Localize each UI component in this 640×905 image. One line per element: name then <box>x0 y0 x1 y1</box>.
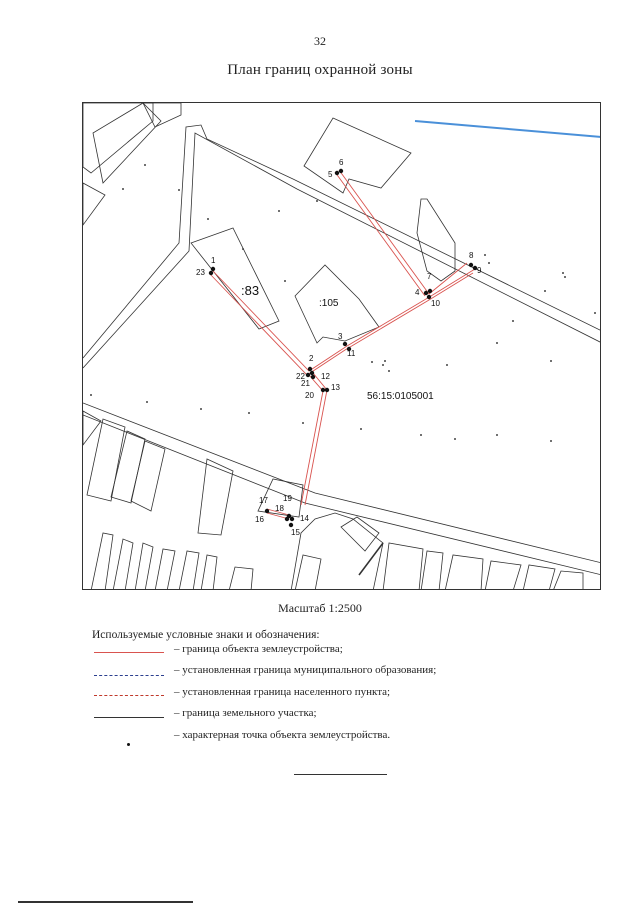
point-label-1: 1 <box>211 256 216 265</box>
road-south <box>83 402 600 575</box>
point-label-9: 9 <box>477 266 482 275</box>
legend-heading: Используемые условные знаки и обозначени… <box>92 629 320 641</box>
point-label-21: 21 <box>301 379 310 388</box>
parcel-label-105: :105 <box>319 298 339 309</box>
buildings <box>83 103 584 589</box>
point-label-5: 5 <box>328 170 333 179</box>
point-label-2: 2 <box>309 354 314 363</box>
point-label-7: 7 <box>427 272 432 281</box>
municipal-boundary-symbol <box>94 675 164 676</box>
point-label-15: 15 <box>291 528 300 537</box>
point-label-22: 22 <box>296 372 305 381</box>
point-label-3: 3 <box>338 332 343 341</box>
cadastral-map[interactable]: 1 2 3 4 5 6 7 8 9 10 11 12 13 14 15 16 1… <box>82 102 601 590</box>
point-label-14: 14 <box>300 514 309 523</box>
legend-text: – установленная граница населенного пунк… <box>174 686 391 698</box>
legend-item-settlement-boundary: – установленная граница населенного пунк… <box>92 686 592 706</box>
point-label-4: 4 <box>415 288 420 297</box>
map-markers <box>90 164 596 442</box>
bottom-rule <box>18 901 193 903</box>
point-label-16: 16 <box>255 515 264 524</box>
legend-item-municipal-boundary: – установленная граница муниципального о… <box>92 664 592 684</box>
boundary-points <box>208 168 478 528</box>
map-svg: 1 2 3 4 5 6 7 8 9 10 11 12 13 14 15 16 1… <box>83 103 600 589</box>
legend-item-object-boundary: – граница объекта землеустройства; <box>92 643 592 663</box>
point-label-10: 10 <box>431 299 440 308</box>
point-label-6: 6 <box>339 158 344 167</box>
legend-item-characteristic-point: – характерная точка объекта землеустройс… <box>92 729 592 749</box>
legend-item-parcel-boundary: – граница земельного участка; <box>92 707 592 727</box>
point-label-13: 13 <box>331 383 340 392</box>
signature-line <box>294 774 387 775</box>
legend-text: – граница объекта землеустройства; <box>174 643 343 655</box>
page-number: 32 <box>314 34 326 48</box>
river-line <box>414 120 600 138</box>
parcel-boundary-symbol <box>94 717 164 718</box>
point-label-19: 19 <box>283 494 292 503</box>
point-label-8: 8 <box>469 251 474 260</box>
cadastral-block-label: 56:15:0105001 <box>367 391 434 402</box>
point-labels: 1 2 3 4 5 6 7 8 9 10 11 12 13 14 15 16 1… <box>196 158 482 537</box>
page-title: План границ охранной зоны <box>227 62 413 78</box>
road-north <box>83 124 600 369</box>
map-scale: Масштаб 1:2500 <box>278 601 362 615</box>
parcel-label-83: :83 <box>241 283 259 298</box>
point-label-12: 12 <box>321 372 330 381</box>
point-label-23: 23 <box>196 268 205 277</box>
settlement-boundary-symbol <box>94 695 164 696</box>
point-label-18: 18 <box>275 504 284 513</box>
point-label-11: 11 <box>347 349 356 358</box>
parcel-boundary-fragment <box>358 542 384 576</box>
legend-text: – характерная точка объекта землеустройс… <box>174 729 391 741</box>
legend-text: – установленная граница муниципального о… <box>174 664 437 676</box>
legend-text: – граница земельного участка; <box>174 707 317 719</box>
object-boundary-symbol <box>94 652 164 653</box>
characteristic-point-symbol <box>127 743 130 746</box>
object-boundary <box>209 169 476 520</box>
point-label-20: 20 <box>305 391 314 400</box>
point-label-17: 17 <box>259 496 268 505</box>
